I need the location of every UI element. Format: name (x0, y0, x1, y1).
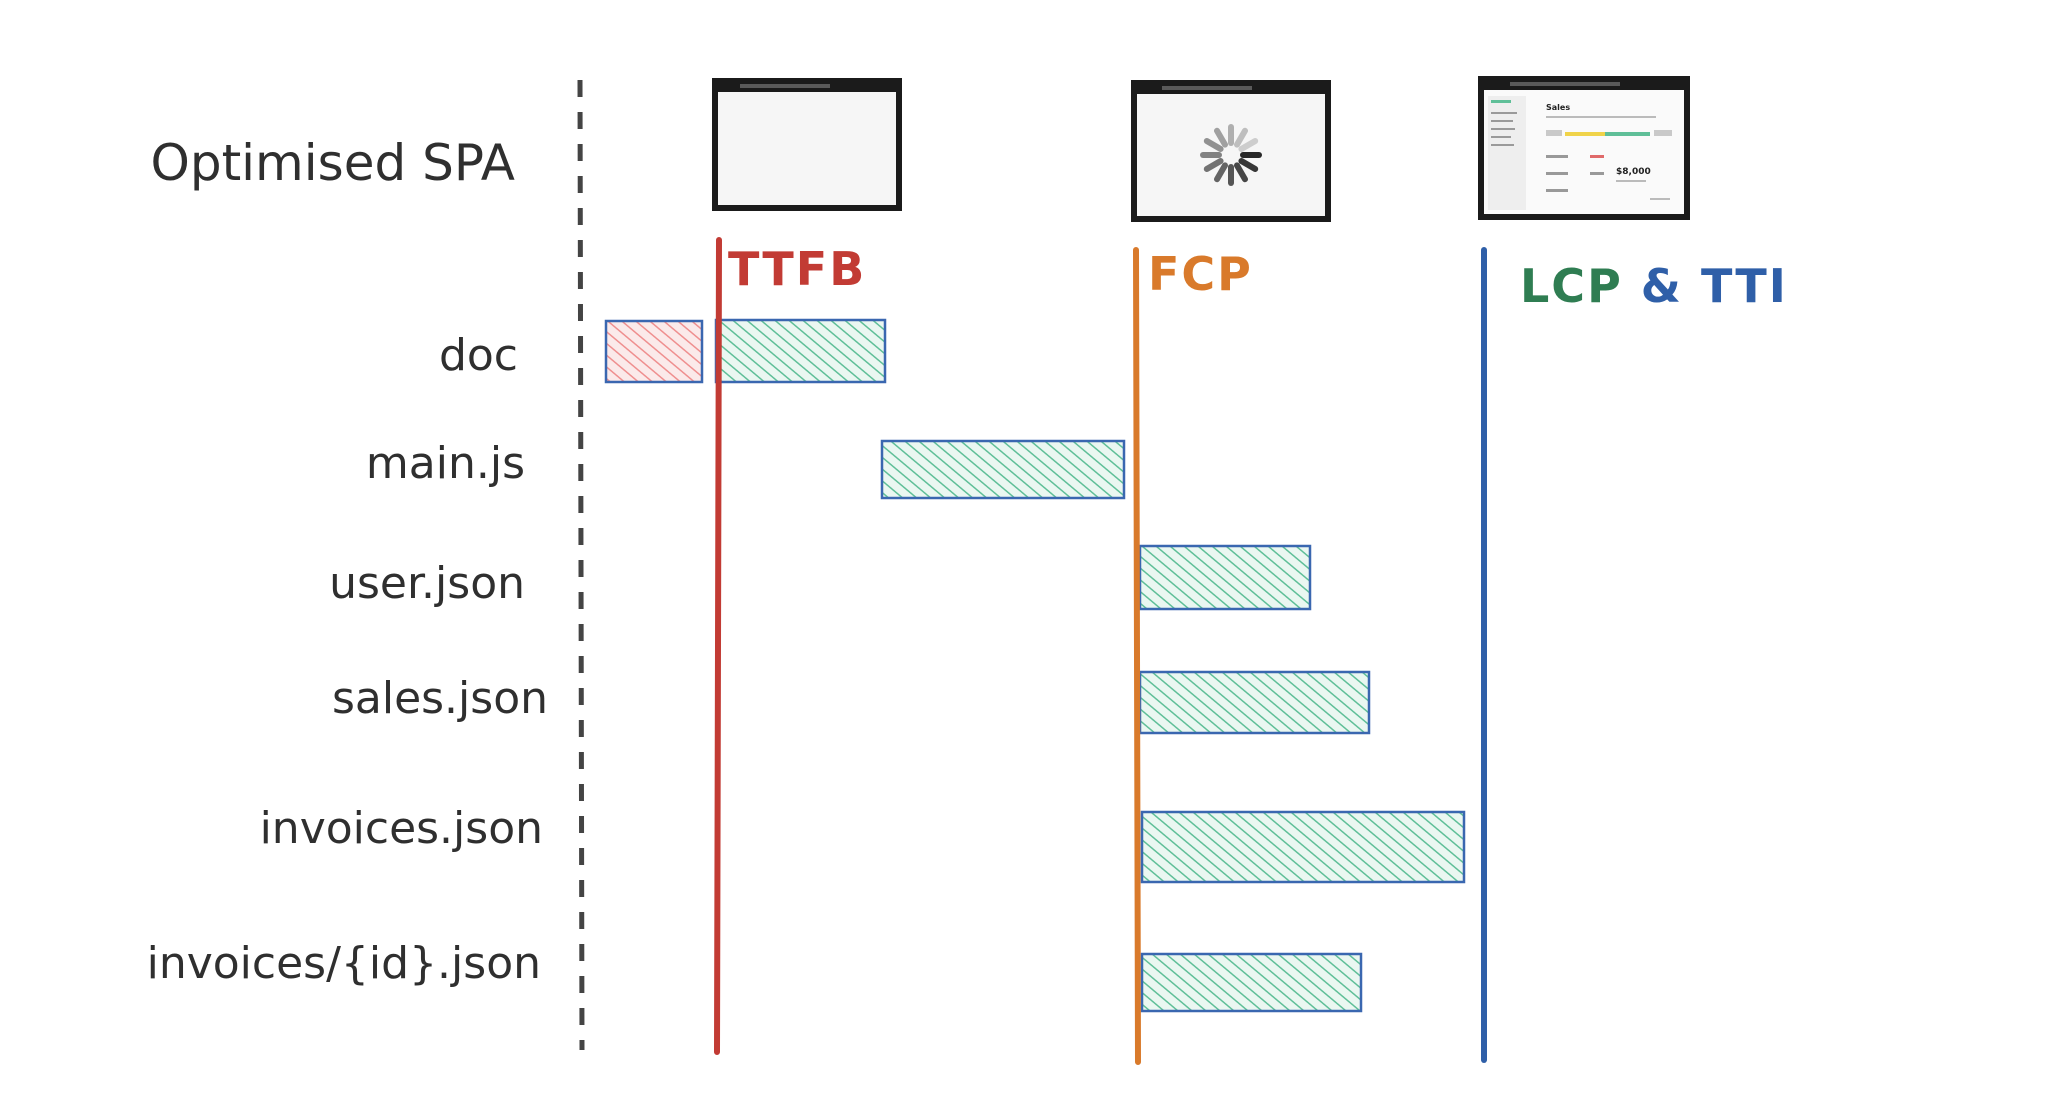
fcp-line (1133, 247, 1141, 1065)
spinner-spoke (1238, 158, 1259, 172)
main-js-bar (880, 439, 1126, 500)
row-label-user-json: user.json (329, 558, 525, 609)
fcp-label: FCP (1148, 247, 1253, 301)
row-label-divider (577, 79, 585, 1051)
dashboard-browser-icon: Sales $8,000 (1478, 76, 1690, 220)
row-label-sales-json: sales.json (332, 673, 548, 724)
lcp-label: LCP (1520, 259, 1623, 313)
spinner-spoke (1203, 138, 1224, 152)
doc-download-bar (714, 318, 887, 384)
dashboard-heading: Sales (1546, 103, 1570, 112)
spinner-spoke (1214, 162, 1228, 183)
loading-spinner-browser-icon (1131, 80, 1331, 222)
spinner-spoke (1203, 158, 1224, 172)
row-label-invoices-id-json: invoices/{id}.json (147, 938, 541, 989)
tti-label: & TTI (1623, 259, 1788, 313)
user-json-bar (1138, 544, 1312, 611)
diagram-title: Optimised SPA (150, 134, 515, 192)
spinner-spoke (1234, 162, 1248, 183)
spinner-spoke (1238, 138, 1259, 152)
dashboard-amount: $8,000 (1616, 167, 1651, 177)
lcp-tti-label: LCP & TTI (1520, 259, 1788, 313)
spinner-spoke (1214, 127, 1228, 148)
blank-browser-icon (712, 78, 902, 211)
invoices-json-bar (1140, 810, 1466, 884)
row-label-doc: doc (439, 330, 518, 381)
invoices-id-json-bar (1140, 952, 1363, 1013)
bars (604, 318, 1466, 1013)
row-label-main-js: main.js (366, 438, 525, 489)
sales-json-bar (1138, 670, 1371, 735)
row-labels: doc main.js user.json sales.json invoice… (147, 330, 548, 989)
ttfb-line (714, 237, 722, 1055)
spinner-spoke (1234, 127, 1248, 148)
ttfb-label: TTFB (728, 242, 866, 296)
row-label-invoices-json: invoices.json (260, 803, 543, 854)
doc-wait-bar (604, 319, 704, 384)
